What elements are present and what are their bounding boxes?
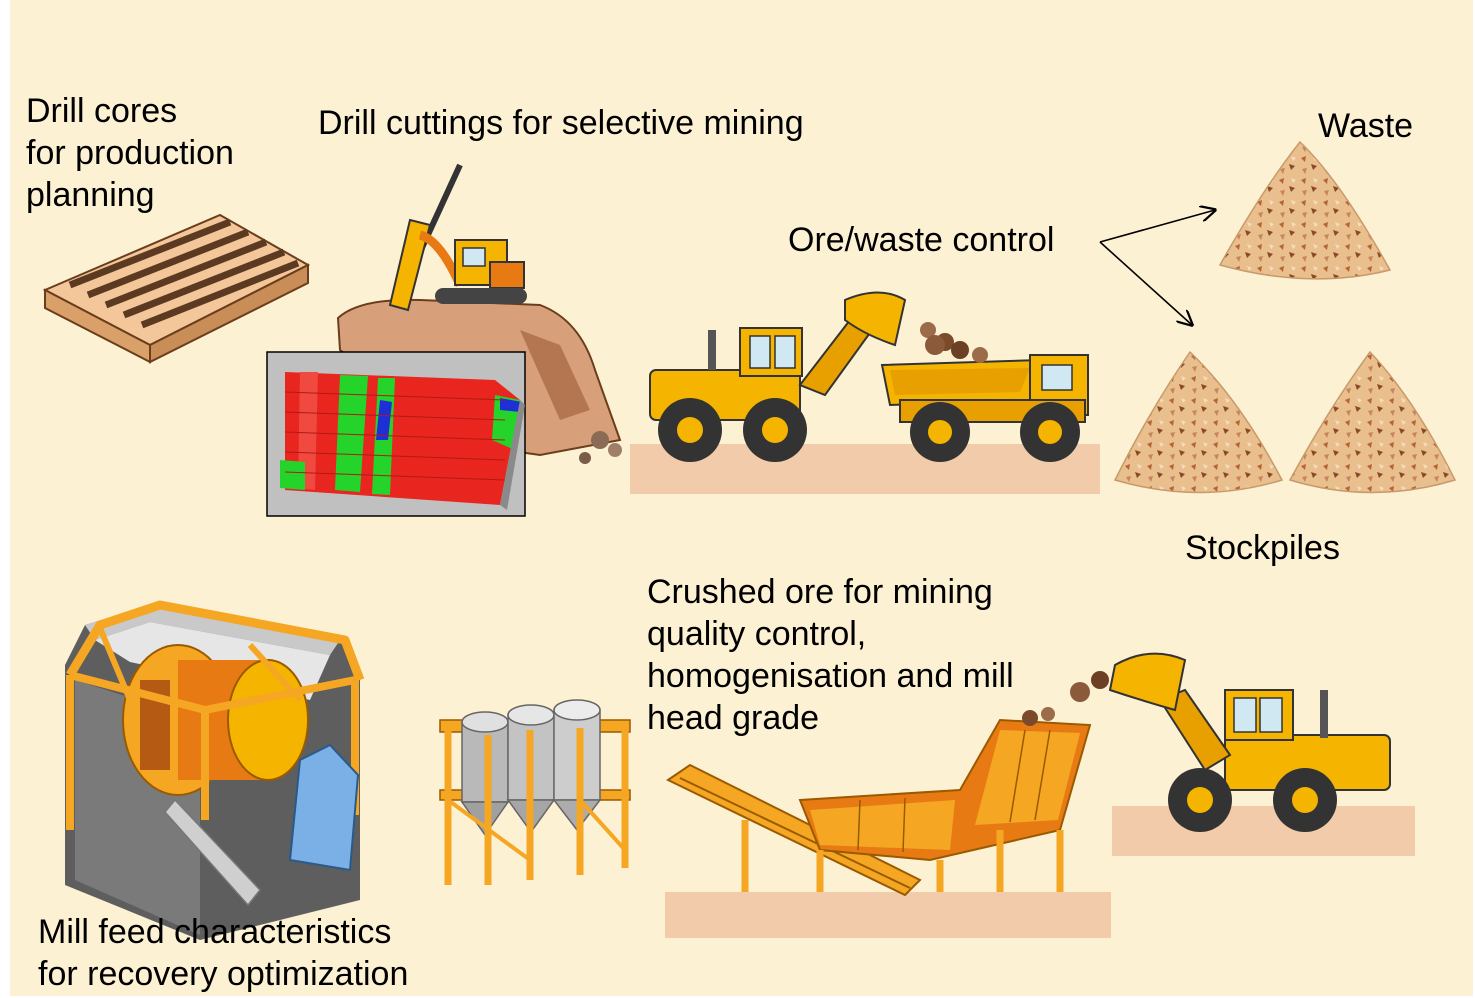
label-crushed-ore-line-3: homogenisation and mill [647,657,1014,695]
label-crushed-ore: Crushed ore for mining quality control, … [647,571,1014,739]
label-crushed-ore-line-4: head grade [647,699,820,737]
label-drill-cores: Drill cores for production planning [26,90,234,216]
label-crushed-ore-line-2: quality control, [647,615,867,653]
crusher-conveyor-icon [666,707,1092,897]
label-mill-feed: Mill feed characteristics for recovery o… [38,911,408,995]
label-drill-cores-line-2: for production [26,134,234,172]
label-crushed-ore-line-1: Crushed ore for mining [647,573,993,611]
arrow-to-waste [1099,210,1215,243]
label-drill-cuttings: Drill cuttings for selective mining [318,104,804,142]
label-drill-cores-line-1: Drill cores [26,92,178,130]
ground-strip-crusher [665,892,1111,938]
stockpile-1-icon [1113,350,1284,494]
label-waste: Waste [1318,107,1414,145]
label-stockpiles: Stockpiles [1185,529,1340,567]
core-tray-icon [42,213,311,364]
label-mill-feed-line-2: for recovery optimization [38,955,409,993]
label-mill-feed-line-1: Mill feed characteristics [38,913,392,951]
stockpile-2-icon [1288,350,1457,494]
label-ore-waste-control: Ore/waste control [788,221,1055,259]
wheel-loader-icon [649,291,954,462]
label-drill-cores-line-3: planning [26,176,155,214]
grinding-mill-icon [65,600,365,940]
haul-truck-icon [880,335,1089,462]
silos-icon [439,699,631,885]
ground-strip-loader [1112,806,1415,856]
block-model-icon [266,351,526,517]
arrow-to-stockpiles [1099,241,1192,325]
wheel-loader-2-icon [1070,652,1391,832]
waste-pile-icon [1218,140,1392,280]
